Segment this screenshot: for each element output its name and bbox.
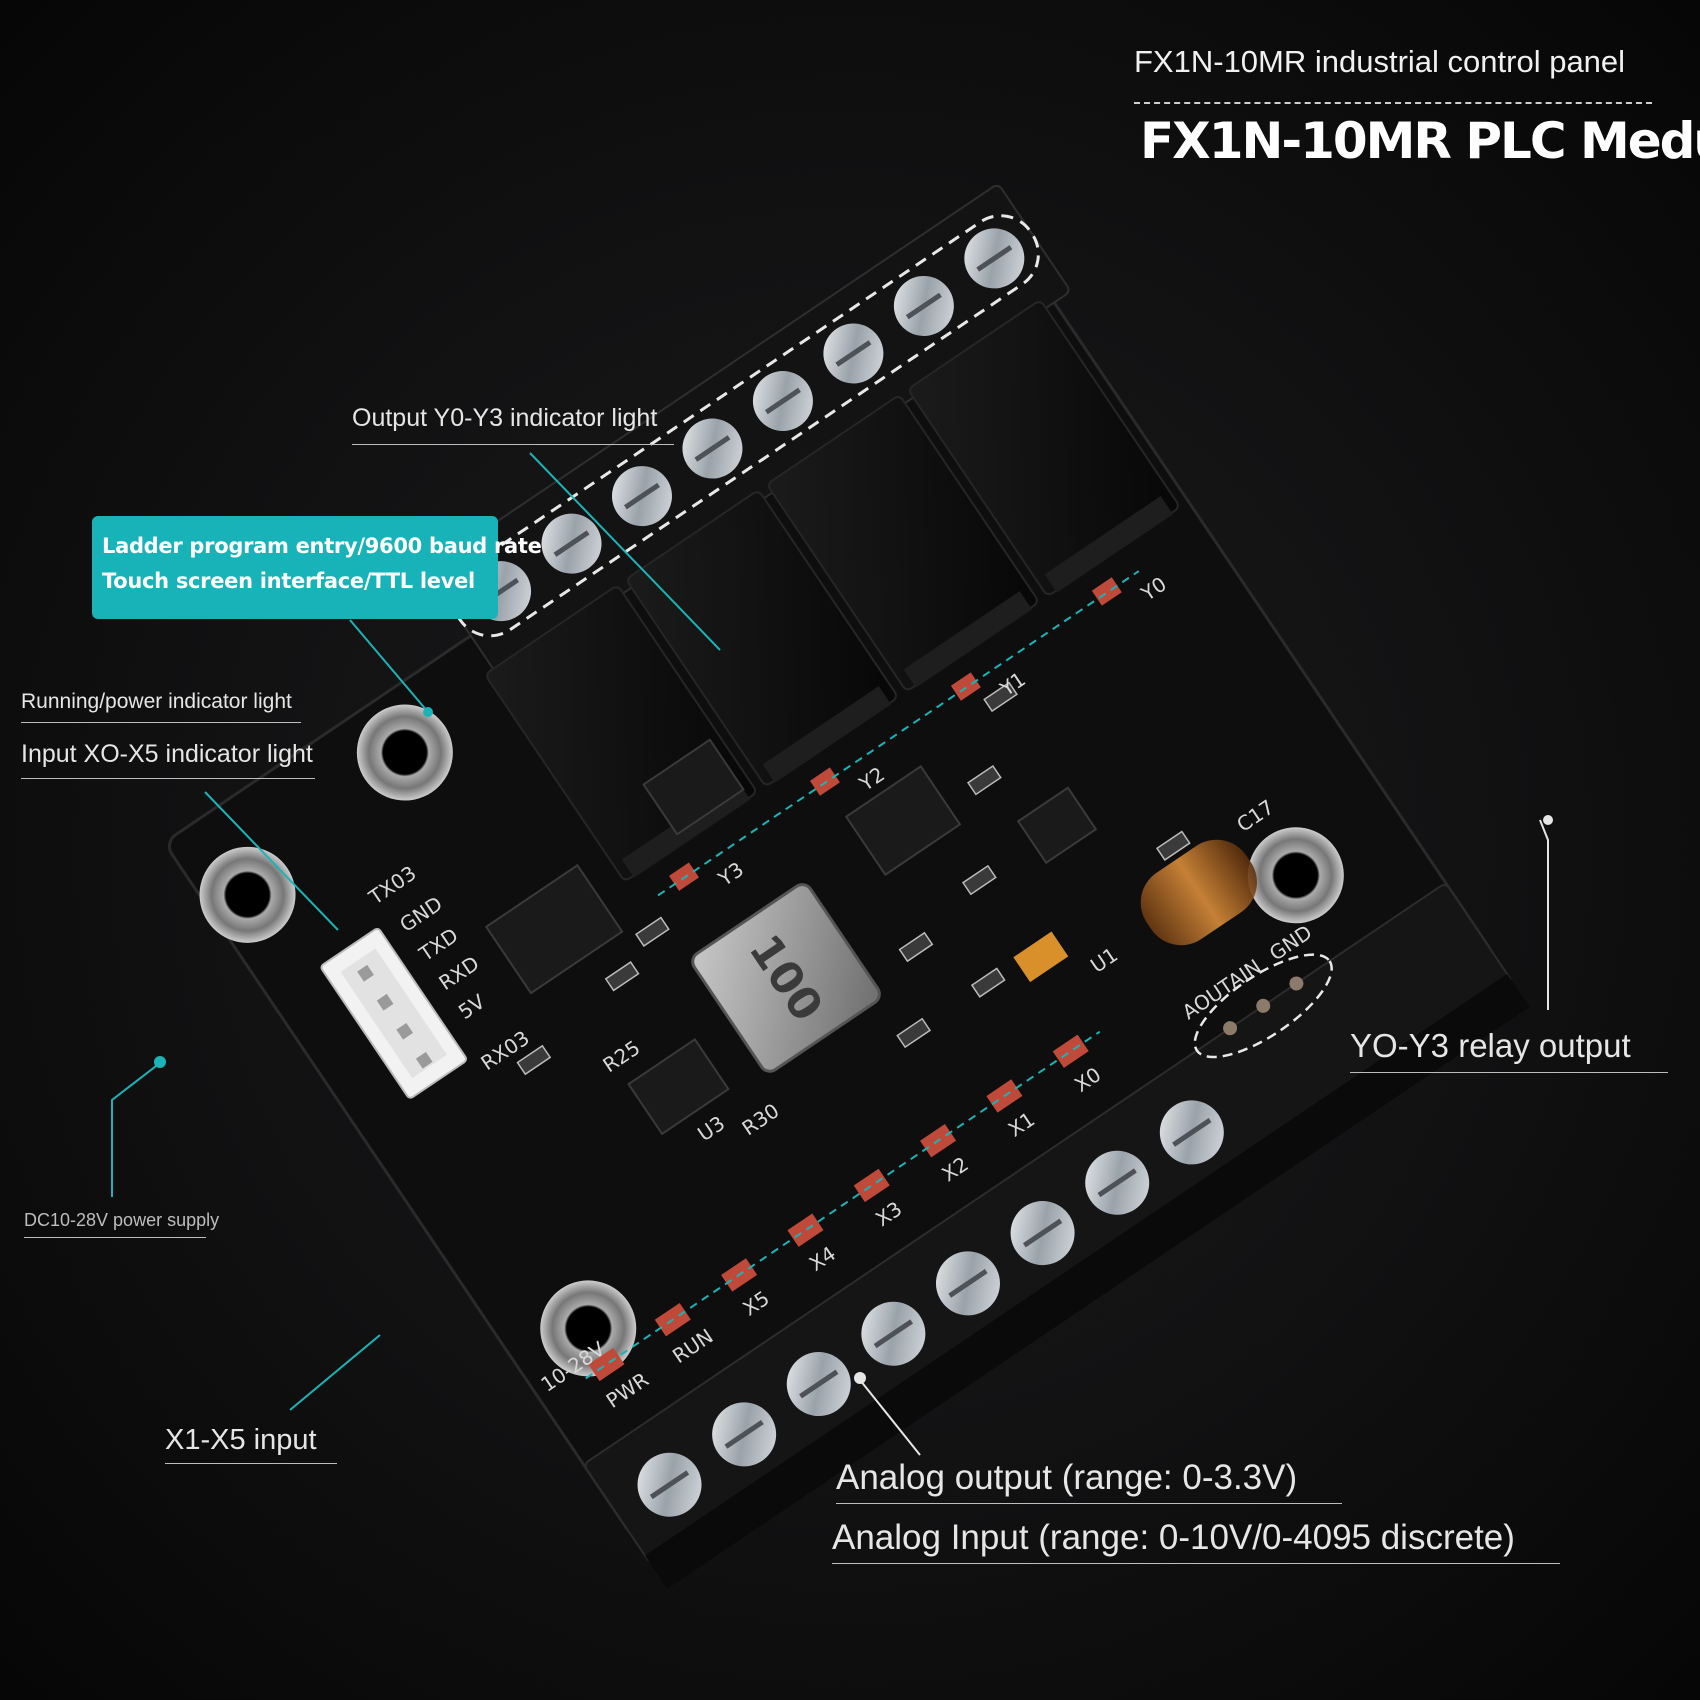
analog-leader	[859, 1379, 921, 1456]
mount-hole	[1247, 827, 1344, 924]
mount-hole	[356, 704, 453, 801]
underline	[1350, 1072, 1668, 1073]
leader-lines	[111, 452, 721, 1411]
header-subtitle: FX1N-10MR industrial control panel	[1134, 44, 1626, 79]
plc-board: 100	[167, 184, 1530, 1589]
callout-line-2: Touch screen interface/TTL level	[102, 569, 475, 593]
label-output-indicator: Output Y0-Y3 indicator light	[352, 404, 658, 432]
label-analog-input: Analog Input (range: 0-10V/0-4095 discre…	[832, 1518, 1515, 1557]
serial-callout: Ladder program entry/9600 baud rate Touc…	[92, 516, 542, 619]
underline	[836, 1503, 1342, 1504]
label-analog-output: Analog output (range: 0-3.3V)	[836, 1458, 1298, 1497]
header-divider	[1134, 102, 1652, 104]
ic-chips	[484, 738, 1098, 1136]
label-power-supply: DC10-28V power supply	[24, 1210, 220, 1230]
relays	[486, 301, 1179, 881]
label-input-indicator: Input XO-X5 indicator light	[21, 740, 313, 768]
serial-header	[320, 927, 467, 1099]
inductor: 100	[691, 883, 881, 1073]
label-relay-output: YO-Y3 relay output	[1350, 1027, 1631, 1064]
mount-hole	[199, 846, 296, 943]
underline	[21, 722, 301, 723]
label-running-power: Running/power indicator light	[21, 690, 292, 713]
label-x-input: X1-X5 input	[165, 1424, 317, 1456]
analog-pads	[1193, 953, 1333, 1059]
input-terminal-block	[584, 884, 1530, 1589]
underline	[352, 444, 674, 445]
callout-line-1: Ladder program entry/9600 baud rate	[102, 534, 542, 558]
underline	[165, 1463, 337, 1464]
underline	[832, 1563, 1560, 1564]
underline	[21, 778, 315, 779]
electrolytic-capacitor	[1140, 839, 1257, 946]
smd-resistors	[516, 681, 1191, 1076]
header-title: FX1N-10MR PLC Medule	[1140, 112, 1700, 170]
tantalum-capacitor	[1013, 931, 1069, 983]
relay-leader	[1539, 819, 1549, 1010]
underline	[24, 1237, 206, 1238]
